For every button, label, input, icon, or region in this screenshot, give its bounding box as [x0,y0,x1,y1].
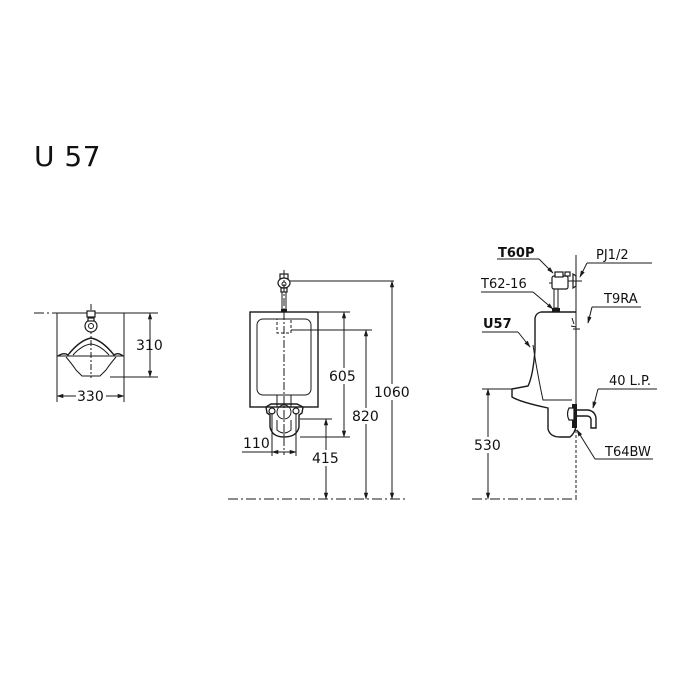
outlet-height-dimension: 415 [312,451,339,467]
spud-height-dimension: 820 [352,409,379,425]
flush-valve-icon [277,273,291,312]
label-supply-pipe: PJ1/2 [596,248,629,263]
front-view: 110 415 605 820 1060 [228,270,412,500]
label-waste-fitting: T64BW [604,445,651,460]
model-title: U 57 [34,140,102,173]
trap-pipe-icon [577,409,597,429]
urinal-side-outline [511,311,577,438]
valve-icon [84,319,98,333]
rim-height-dimension: 530 [474,438,501,454]
overall-height-dimension: 1060 [374,385,410,401]
outlet-offset-dimension: 110 [243,436,270,452]
top-view: 310 330 [34,304,163,405]
width-dimension: 330 [77,389,104,405]
flush-valve-side-icon [549,271,582,312]
label-hanger: T9RA [603,292,638,307]
depth-dimension: 310 [136,338,163,354]
hanger-icon [570,317,580,330]
label-flush-valve: T60P [498,246,535,261]
label-trap: 40 L.P. [609,374,651,389]
label-spud: T62-16 [480,277,527,292]
bowl-height-dimension: 605 [329,369,356,385]
side-view: T60P PJ1/2 T62-16 T9RA U57 40 L.P. T64BW… [472,246,657,500]
label-urinal: U57 [483,317,512,332]
trap-outline [265,403,304,438]
